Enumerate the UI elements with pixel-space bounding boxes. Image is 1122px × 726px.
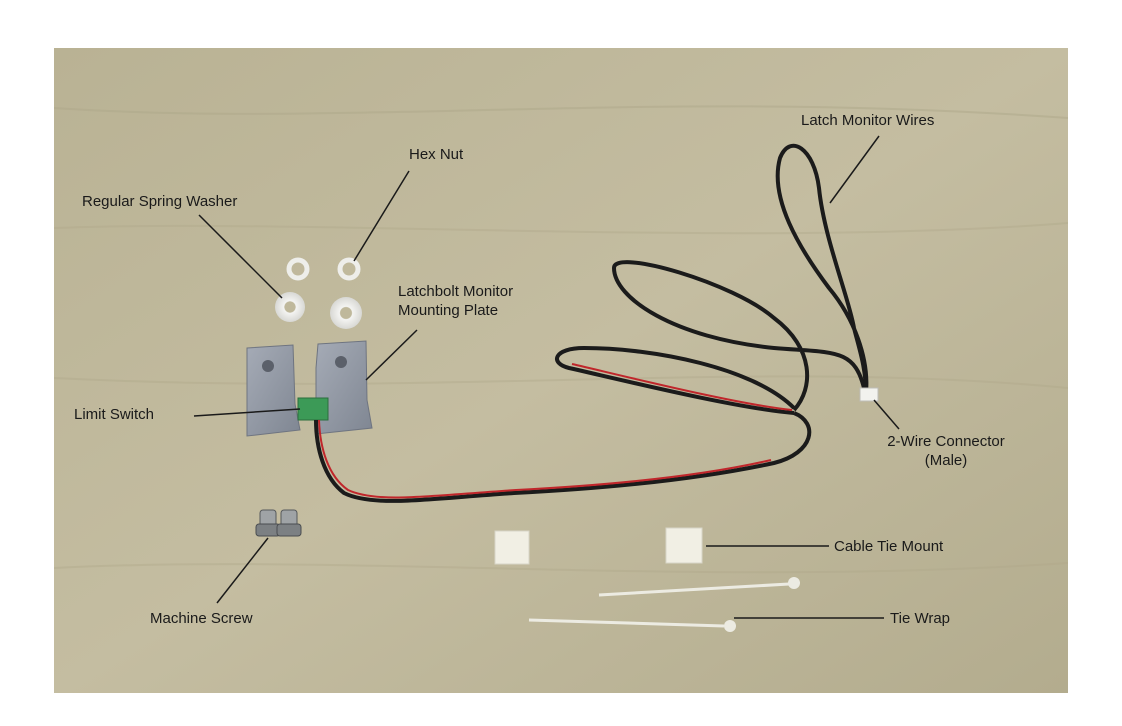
limit-switch xyxy=(297,397,329,421)
callout-line-limit-switch xyxy=(193,408,301,417)
wire-loop-top xyxy=(775,143,869,394)
parts-photo: Hex Nut Regular Spring Washer Latchbolt … xyxy=(54,48,1068,693)
callout-line-machine-screw xyxy=(216,537,269,604)
callout-line-wires xyxy=(829,135,880,204)
label-tie-wrap: Tie Wrap xyxy=(890,610,951,627)
label-hex-nut: Hex Nut xyxy=(409,146,464,163)
label-latchbolt-line1: Latchbolt Monitor xyxy=(398,283,514,300)
label-cable-tie-mount: Cable Tie Mount xyxy=(834,538,944,555)
two-wire-connector xyxy=(859,387,879,402)
cable-tie-mount-right xyxy=(665,527,703,564)
machine-screw-left xyxy=(255,509,281,537)
wire-loop-lower xyxy=(555,345,796,415)
wire-loop-upper xyxy=(611,260,868,412)
machine-screw-right xyxy=(276,509,302,537)
label-connector-line1: 2-Wire Connector xyxy=(887,433,1005,450)
label-limit-switch: Limit Switch xyxy=(74,406,155,423)
hex-nut-left xyxy=(286,257,310,281)
label-connector-line2: (Male) xyxy=(924,452,968,469)
label-latch-monitor-wires: Latch Monitor Wires xyxy=(801,112,935,129)
cable-tie-mount-left xyxy=(494,530,530,565)
tie-wrap-lower xyxy=(528,618,725,628)
callout-line-hex-nut xyxy=(353,170,410,262)
callout-line-latchbolt xyxy=(365,329,418,381)
mounting-plate-left xyxy=(246,344,301,437)
spring-washer-right xyxy=(330,297,362,329)
mounting-plate-right xyxy=(315,340,373,435)
spring-washer-left xyxy=(275,292,305,322)
hex-nut-right xyxy=(337,257,361,281)
latch-monitor-wire-lower xyxy=(314,411,812,503)
label-machine-screw: Machine Screw xyxy=(150,610,253,627)
photo-art xyxy=(54,48,1068,693)
label-latchbolt-line2: Mounting Plate xyxy=(398,302,499,319)
callout-line-connector xyxy=(873,399,900,430)
callout-line-spring-washer xyxy=(198,214,283,299)
label-regular-spring-washer: Regular Spring Washer xyxy=(82,193,238,210)
tie-wrap-upper xyxy=(598,582,790,597)
wood-surface xyxy=(54,48,1068,693)
